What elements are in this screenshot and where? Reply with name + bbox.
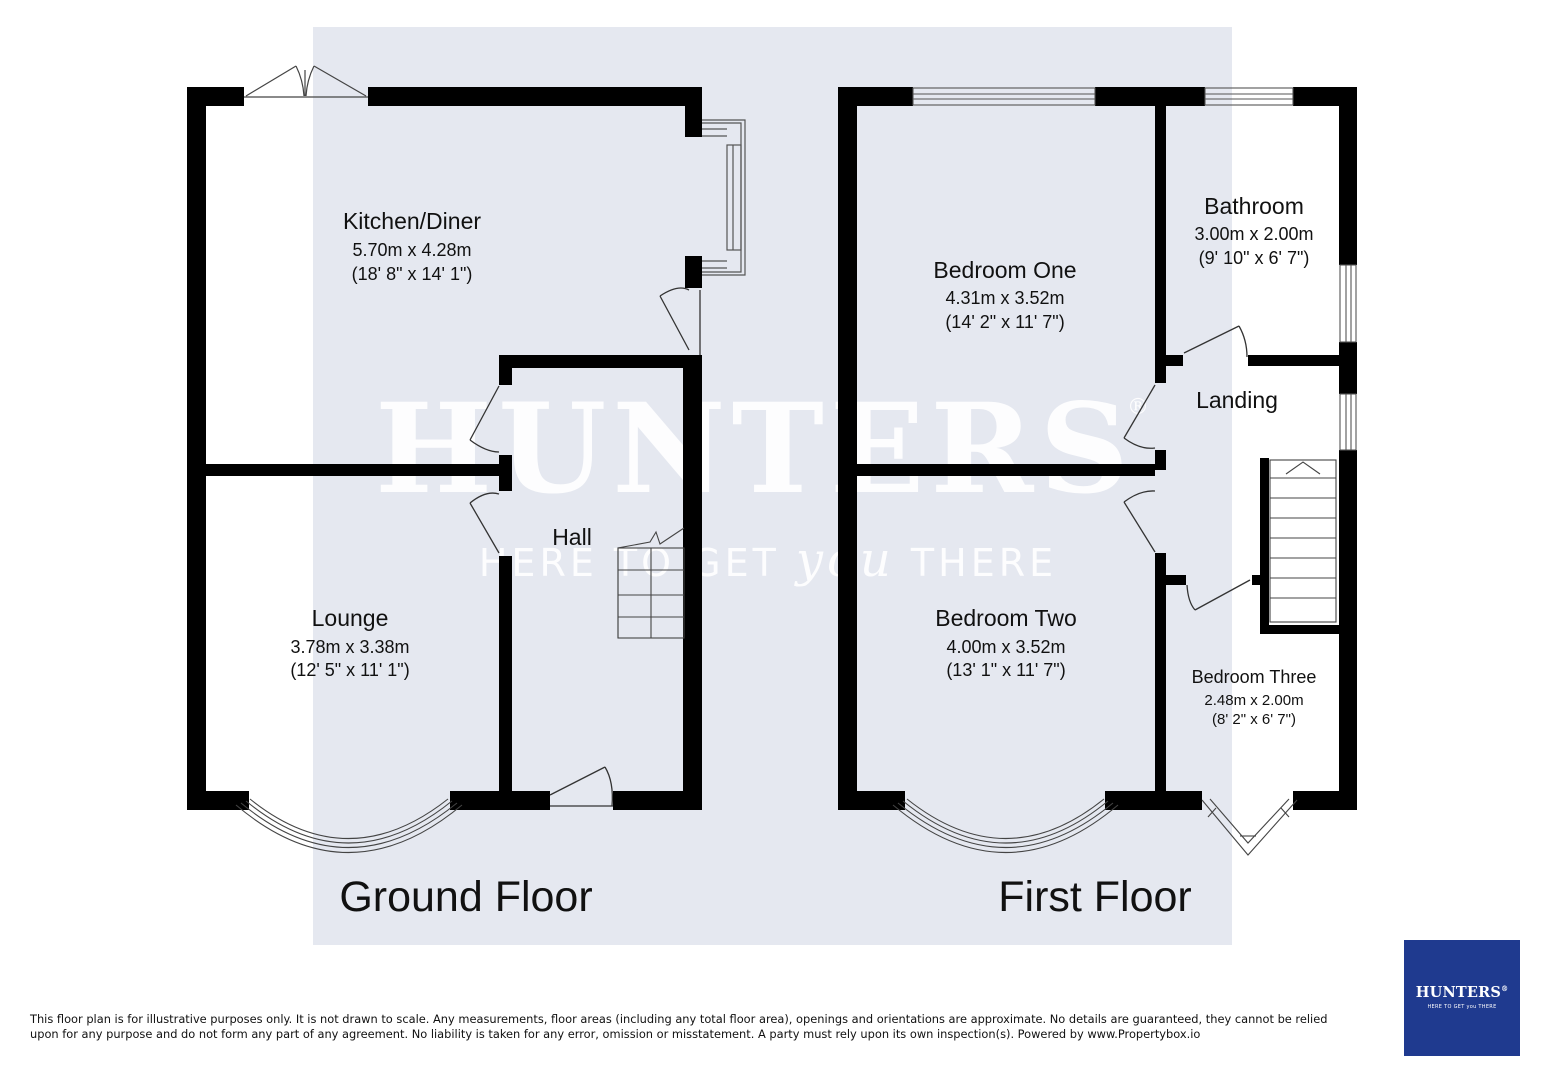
- lounge-imperial: (12' 5" x 11' 1"): [290, 660, 409, 680]
- watermark-name: HUNTERS: [375, 377, 1135, 522]
- bedroom-two-bay-window: [892, 798, 1119, 853]
- watermark-registered: ®: [1127, 395, 1149, 420]
- bathroom-metric: 3.00m x 2.00m: [1194, 224, 1313, 244]
- first-floor-walls: [838, 87, 1357, 810]
- front-door: [549, 766, 613, 807]
- bedroom-three-metric: 2.48m x 2.00m: [1204, 692, 1303, 709]
- logo-name: HUNTERS®: [1415, 984, 1509, 1001]
- first-floor-windows: [912, 87, 1357, 451]
- kitchen-name: Kitchen/Diner: [343, 208, 481, 234]
- kitchen-imperial: (18' 8" x 14' 1"): [352, 264, 473, 284]
- bedroom-one-imperial: (14' 2" x 11' 7"): [945, 312, 1064, 332]
- hall-name: Hall: [552, 524, 592, 550]
- bedroom-two-name: Bedroom Two: [935, 605, 1076, 631]
- lounge-bay-window: [235, 798, 463, 853]
- disclaimer-text: This floor plan is for illustrative purp…: [30, 1012, 1328, 1041]
- watermark: HUNTERS ® HERE TO GET you THERE: [375, 377, 1149, 588]
- bedroom-three-name: Bedroom Three: [1192, 667, 1317, 687]
- ground-floor-walls: [187, 87, 702, 810]
- kitchen-door: [659, 287, 701, 355]
- landing-name: Landing: [1196, 387, 1278, 413]
- first-floor-title: First Floor: [998, 873, 1192, 921]
- hunters-logo: HUNTERS® HERE TO GET you THERE: [1404, 940, 1520, 1056]
- kitchen-french-doors: [244, 65, 368, 98]
- logo-tagline: HERE TO GET you THERE: [1427, 1004, 1497, 1010]
- first-floor-plan: Bedroom One 4.31m x 3.52m (14' 2" x 11' …: [838, 87, 1357, 921]
- lounge-metric: 3.78m x 3.38m: [290, 637, 409, 657]
- bedroom-two-metric: 4.00m x 3.52m: [946, 637, 1065, 657]
- bedroom-one-metric: 4.31m x 3.52m: [945, 288, 1064, 308]
- bedroom-one-name: Bedroom One: [933, 257, 1076, 283]
- hall-staircase: [617, 527, 685, 639]
- bathroom-imperial: (9' 10" x 6' 7"): [1199, 248, 1310, 268]
- first-floor-doors: [1123, 325, 1251, 611]
- bedroom-three-bay-window: [1201, 798, 1298, 856]
- bedroom-two-imperial: (13' 1" x 11' 7"): [946, 660, 1065, 680]
- kitchen-bay-window: [702, 119, 746, 276]
- hall-doors: [469, 385, 500, 554]
- bathroom-name: Bathroom: [1204, 193, 1304, 219]
- kitchen-metric: 5.70m x 4.28m: [352, 240, 471, 260]
- ground-floor-plan: Kitchen/Diner 5.70m x 4.28m (18' 8" x 14…: [187, 65, 746, 921]
- bedroom-three-imperial: (8' 2" x 6' 7"): [1212, 711, 1296, 728]
- lounge-name: Lounge: [312, 605, 389, 631]
- landing-staircase: [1269, 459, 1337, 623]
- ground-floor-title: Ground Floor: [339, 873, 592, 921]
